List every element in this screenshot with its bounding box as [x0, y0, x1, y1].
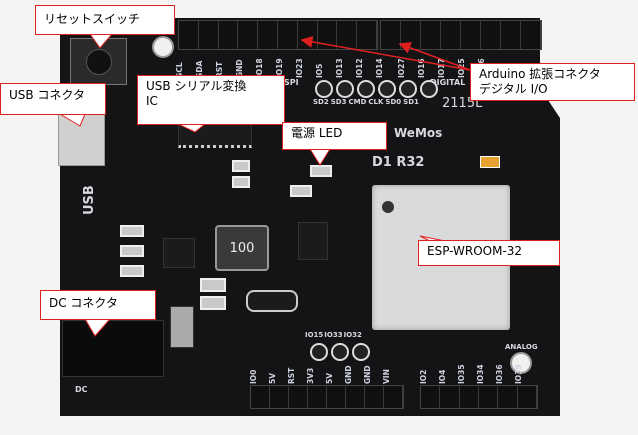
led-callout-tail — [309, 148, 331, 166]
callout-text: 電源 LED — [291, 126, 343, 140]
callout-text: USB コネクタ — [9, 88, 85, 102]
power-led — [310, 165, 332, 177]
callout-text: IC — [146, 94, 158, 108]
smd-capacitor — [480, 156, 500, 168]
callout-text: リセットスイッチ — [44, 12, 141, 26]
smd-resistor — [232, 160, 250, 172]
smd-resistor — [120, 265, 144, 277]
callout-text: DC コネクタ — [49, 296, 118, 310]
callout-text: ESP-WROOM-32 — [427, 244, 523, 258]
smd-capacitor — [200, 278, 226, 292]
crystal — [246, 290, 298, 312]
voltage-regulator — [298, 222, 328, 260]
inductor: 100 — [215, 225, 269, 271]
callout-text: デジタル I/O — [479, 82, 548, 96]
pad-label: CLK — [368, 98, 384, 106]
esp-callout-tail — [419, 235, 446, 242]
diode — [170, 306, 194, 348]
smd-resistor — [120, 225, 144, 237]
inductor-marking: 100 — [229, 240, 255, 256]
arrow-icon — [300, 35, 471, 71]
callout-usb-connector: USB コネクタ — [0, 83, 106, 115]
usb-callout-tail — [59, 113, 86, 127]
sd-pads — [315, 80, 441, 98]
smd-resistor — [120, 245, 144, 257]
callout-text: USB シリアル変換 — [146, 79, 247, 93]
mounting-hole — [510, 352, 532, 374]
mounting-hole — [152, 36, 174, 58]
top-header-right — [380, 20, 542, 50]
bottom-power-header — [250, 385, 404, 409]
callout-dc-connector: DC コネクタ — [40, 290, 156, 320]
analog-label: ANALOG — [505, 343, 538, 351]
voltage-regulator — [163, 238, 195, 268]
pad-label: IO33 — [324, 331, 343, 339]
callout-text: Arduino 拡張コネクタ — [479, 67, 601, 81]
dc-callout-tail — [84, 318, 111, 337]
arrow-icon — [398, 42, 471, 71]
pad-label: CMD — [348, 98, 367, 106]
digital-label: DIGITAL — [430, 78, 466, 87]
mid-pads — [310, 343, 373, 361]
callout-reset-switch: リセットスイッチ — [35, 5, 175, 35]
mid-pad-labels: IO15 IO33 IO32 — [305, 331, 362, 339]
pad-label: SD0 — [385, 98, 402, 106]
brand-logo: WeMos — [394, 126, 443, 140]
dc-jack — [62, 320, 164, 377]
dc-silk-label: DC — [75, 385, 88, 394]
board-name: D1 R32 — [372, 155, 425, 170]
ic-callout-tail — [177, 123, 206, 133]
top-header-left — [178, 20, 378, 50]
reset-callout-tail — [89, 33, 113, 49]
pad-label: IO15 — [305, 331, 324, 339]
smd-resistor — [290, 185, 312, 197]
sd-pad-labels: SD2 SD3 CMD CLK SD0 SD1 — [313, 98, 419, 106]
callout-power-led: 電源 LED — [282, 122, 387, 150]
pad-label: SD1 — [403, 98, 419, 106]
bottom-analog-header — [420, 385, 538, 409]
pad-label: SD3 — [330, 98, 347, 106]
smd-capacitor — [200, 296, 226, 310]
pad-label: SD2 — [313, 98, 329, 106]
spi-label: SPI — [284, 78, 299, 87]
callout-esp-module: ESP-WROOM-32 — [418, 240, 560, 266]
callout-arduino-connector: Arduino 拡張コネクタデジタル I/O — [470, 63, 635, 101]
pad-label: IO32 — [343, 331, 362, 339]
smd-resistor — [232, 176, 250, 188]
